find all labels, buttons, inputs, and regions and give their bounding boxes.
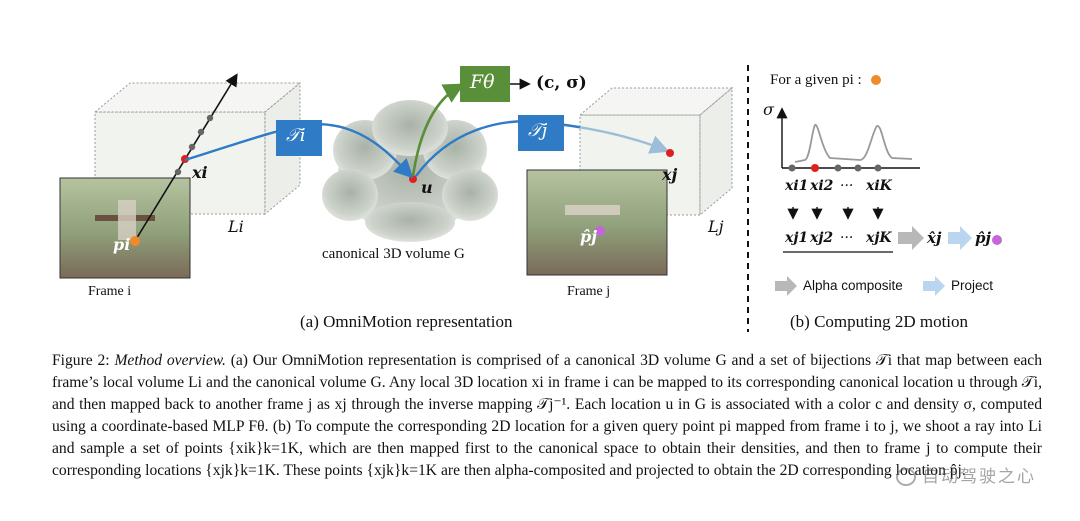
x-j-label: xj [662, 165, 678, 184]
sample-bottom-2: xj2 [810, 230, 834, 246]
sample-bottom-1: xj1 [785, 230, 809, 246]
watermark: 自动驾驶之心 [896, 462, 1036, 487]
sample-top-dots: ··· [840, 178, 854, 194]
figure-graphic [59, 65, 1002, 332]
p-hat-j-label: p̂j [580, 227, 597, 246]
T-i-label: 𝒯i [286, 125, 306, 146]
sample-top-K: xiK [866, 178, 892, 194]
u-label: u [421, 178, 433, 197]
T-j-box [518, 115, 564, 151]
mlp-output: (c, σ) [536, 73, 587, 93]
canonical-cloud [322, 100, 498, 242]
wechat-icon [896, 468, 916, 486]
mlp-box [460, 66, 510, 102]
legend-project-label: Project [951, 278, 994, 293]
x-i-label: xi [192, 163, 208, 182]
u-point [409, 175, 417, 183]
frame-j-image [526, 169, 668, 276]
sample-bottom-K: xjK [866, 230, 892, 246]
watermark-text: 自动驾驶之心 [922, 467, 1036, 487]
figure-caption: Figure 2: Method overview. (a) Our OmniM… [52, 350, 1042, 482]
canonical-label: canonical 3D volume G [322, 246, 465, 262]
density-samples [788, 164, 882, 172]
x-hat-j-label: x̂j [927, 229, 942, 247]
p-i-label: pi [113, 235, 131, 254]
caption-label: Figure 2: [52, 352, 110, 369]
T-j-label: 𝒯j [528, 120, 548, 141]
sample-top-2: xi2 [810, 178, 834, 194]
mapping-arrows [787, 207, 884, 220]
caption-title: Method overview. [114, 352, 226, 369]
ray-samples [130, 114, 214, 246]
panel-b-caption: (b) Computing 2D motion [790, 312, 969, 331]
caption-body: (a) Our OmniMotion representation is com… [52, 352, 1043, 479]
density-curve [794, 124, 913, 163]
sample-bottom-dots: ··· [840, 230, 854, 246]
L-j-label: Lj [708, 217, 724, 236]
project-arrow-1 [948, 226, 972, 250]
alpha-arrow-1 [898, 226, 924, 250]
x-j-point [666, 149, 674, 157]
sample-top-1: xi1 [785, 178, 809, 194]
panel-a-caption: (a) OmniMotion representation [300, 312, 513, 331]
given-text: For a given pi : [770, 72, 862, 88]
legend-alpha-label: Alpha composite [803, 278, 903, 293]
frame-i-label: Frame i [88, 284, 132, 299]
T-i-box [276, 120, 322, 156]
p-hat-j-point [595, 226, 605, 236]
sigma-axis-label: σ [763, 100, 774, 119]
p-hat-j-result: p̂j [975, 229, 991, 247]
legend-project-swatch [923, 276, 945, 296]
mlp-label: Fθ [470, 71, 495, 93]
legend-alpha-swatch [775, 276, 797, 296]
L-i-label: Li [228, 217, 244, 236]
frame-j-label: Frame j [567, 284, 611, 299]
